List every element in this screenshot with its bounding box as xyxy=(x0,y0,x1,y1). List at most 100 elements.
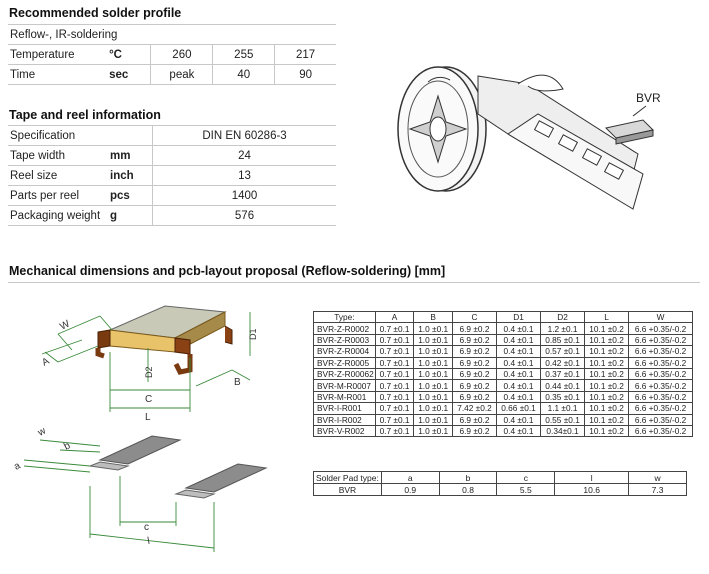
label-d1: D1 xyxy=(248,328,258,340)
type-cell: BVR-M-R0007 xyxy=(313,379,376,392)
value-cell: 6.9 ±0.2 xyxy=(451,379,498,392)
value-cell: 0.34±0.1 xyxy=(540,424,586,438)
value-cell: 1.0 ±0.1 xyxy=(413,402,453,415)
tape-title: Tape and reel information xyxy=(9,108,161,122)
label-a: A xyxy=(40,356,51,369)
pad-label-a: a xyxy=(12,460,22,473)
dimensions-header: Type: A B C D1 D2 L W xyxy=(313,310,693,324)
value-cell: 1.0 ±0.1 xyxy=(413,322,453,335)
value-cell: 1.0 ±0.1 xyxy=(413,390,453,404)
label-w: W xyxy=(58,318,72,332)
solder-row: Temperature °C 260 255 217 xyxy=(8,44,336,65)
reel-icon xyxy=(397,66,487,192)
pad-layout xyxy=(88,435,268,499)
value-cell: 0.7 ±0.1 xyxy=(374,390,415,404)
value-cell: 0.37 ±0.1 xyxy=(540,367,586,381)
value-cell: 6.9 ±0.2 xyxy=(451,367,498,381)
pad-dimension-lines xyxy=(23,439,215,552)
value-cell: 0.7 ±0.1 xyxy=(374,322,415,335)
reel-label: BVR xyxy=(636,91,661,105)
value-cell: 6.6 +0.35/-0.2 xyxy=(628,356,693,369)
type-cell: BVR-I-R001 xyxy=(313,402,376,415)
pad-label-c: c xyxy=(144,522,149,533)
value-cell: 0.4 ±0.1 xyxy=(495,379,542,392)
pad-label-b: b xyxy=(62,440,72,453)
value-cell: 0.4 ±0.1 xyxy=(495,333,542,347)
value-cell: 6.6 +0.35/-0.2 xyxy=(628,379,693,392)
value-cell: 0.7 ±0.1 xyxy=(374,345,415,358)
value-cell: 0.66 ±0.1 xyxy=(495,402,542,415)
value-cell: 1.2 ±0.1 xyxy=(540,322,586,335)
value-cell: 0.4 ±0.1 xyxy=(495,345,542,358)
pad-row: BVR 0.9 0.8 5.5 10.6 7.3 xyxy=(313,483,687,496)
value-cell: 0.4 ±0.1 xyxy=(495,413,542,426)
value-cell: 0.7 ±0.1 xyxy=(374,413,415,426)
mech-title: Mechanical dimensions and pcb-layout pro… xyxy=(9,264,446,278)
type-cell: BVR-Z-R0002 xyxy=(313,322,376,335)
pad-label-w: w xyxy=(35,425,48,439)
type-cell: BVR-Z-R0003 xyxy=(313,333,376,347)
value-cell: 6.9 ±0.2 xyxy=(451,345,498,358)
type-cell: BVR-V-R002 xyxy=(313,424,376,438)
pad-label-l: l xyxy=(147,536,151,547)
tape-row: Tape width mm 24 xyxy=(8,145,336,166)
value-cell: 6.9 ±0.2 xyxy=(451,322,498,335)
value-cell: 0.4 ±0.1 xyxy=(495,356,542,369)
type-cell: BVR-Z-R00062 xyxy=(313,367,376,381)
value-cell: 1.0 ±0.1 xyxy=(413,356,453,369)
value-cell: 6.9 ±0.2 xyxy=(451,424,498,438)
tape-row: Packaging weight g 576 xyxy=(8,205,336,226)
label-c: C xyxy=(145,394,152,405)
value-cell: 1.0 ±0.1 xyxy=(413,345,453,358)
value-cell: 0.4 ±0.1 xyxy=(495,367,542,381)
value-cell: 10.1 ±0.2 xyxy=(584,345,630,358)
type-cell: BVR-Z-R0005 xyxy=(313,356,376,369)
value-cell: 0.7 ±0.1 xyxy=(374,402,415,415)
value-cell: 0.4 ±0.1 xyxy=(495,322,542,335)
tape-row: Reel size inch 13 xyxy=(8,165,336,186)
tape-table: Specification DIN EN 60286-3 Tape width … xyxy=(8,125,336,226)
component-drawing: W A D2 D1 B C L w b a c l xyxy=(12,305,268,552)
value-cell: 0.85 ±0.1 xyxy=(540,333,586,347)
value-cell: 0.44 ±0.1 xyxy=(540,379,586,392)
label-b: B xyxy=(234,377,241,388)
type-cell: BVR-Z-R0004 xyxy=(313,345,376,358)
value-cell: 0.35 ±0.1 xyxy=(540,390,586,404)
value-cell: 6.6 +0.35/-0.2 xyxy=(628,367,693,381)
value-cell: 1.0 ±0.1 xyxy=(413,333,453,347)
value-cell: 0.42 ±0.1 xyxy=(540,356,586,369)
value-cell: 6.6 +0.35/-0.2 xyxy=(628,424,693,438)
value-cell: 7.42 ±0.2 xyxy=(451,402,498,415)
value-cell: 0.7 ±0.1 xyxy=(374,333,415,347)
value-cell: 10.1 ±0.2 xyxy=(584,402,630,415)
value-cell: 0.4 ±0.1 xyxy=(495,390,542,404)
value-cell: 10.1 ±0.2 xyxy=(584,424,630,438)
value-cell: 6.6 +0.35/-0.2 xyxy=(628,345,693,358)
value-cell: 6.9 ±0.2 xyxy=(451,413,498,426)
divider xyxy=(8,282,700,283)
reel-illustration: BVR xyxy=(397,66,661,210)
resistor-body xyxy=(95,305,233,375)
value-cell: 6.9 ±0.2 xyxy=(451,333,498,347)
component-icon xyxy=(604,105,655,145)
tape-row: Parts per reel pcs 1400 xyxy=(8,185,336,206)
value-cell: 1.0 ±0.1 xyxy=(413,424,453,438)
value-cell: 6.6 +0.35/-0.2 xyxy=(628,402,693,415)
value-cell: 10.1 ±0.2 xyxy=(584,356,630,369)
value-cell: 10.1 ±0.2 xyxy=(584,413,630,426)
solder-title: Recommended solder profile xyxy=(9,6,182,20)
solder-pad-table: Solder Pad type: a b c l w BVR 0.9 0.8 5… xyxy=(313,471,687,496)
value-cell: 0.7 ±0.1 xyxy=(374,424,415,438)
value-cell: 6.6 +0.35/-0.2 xyxy=(628,333,693,347)
value-cell: 0.4 ±0.1 xyxy=(495,424,542,438)
